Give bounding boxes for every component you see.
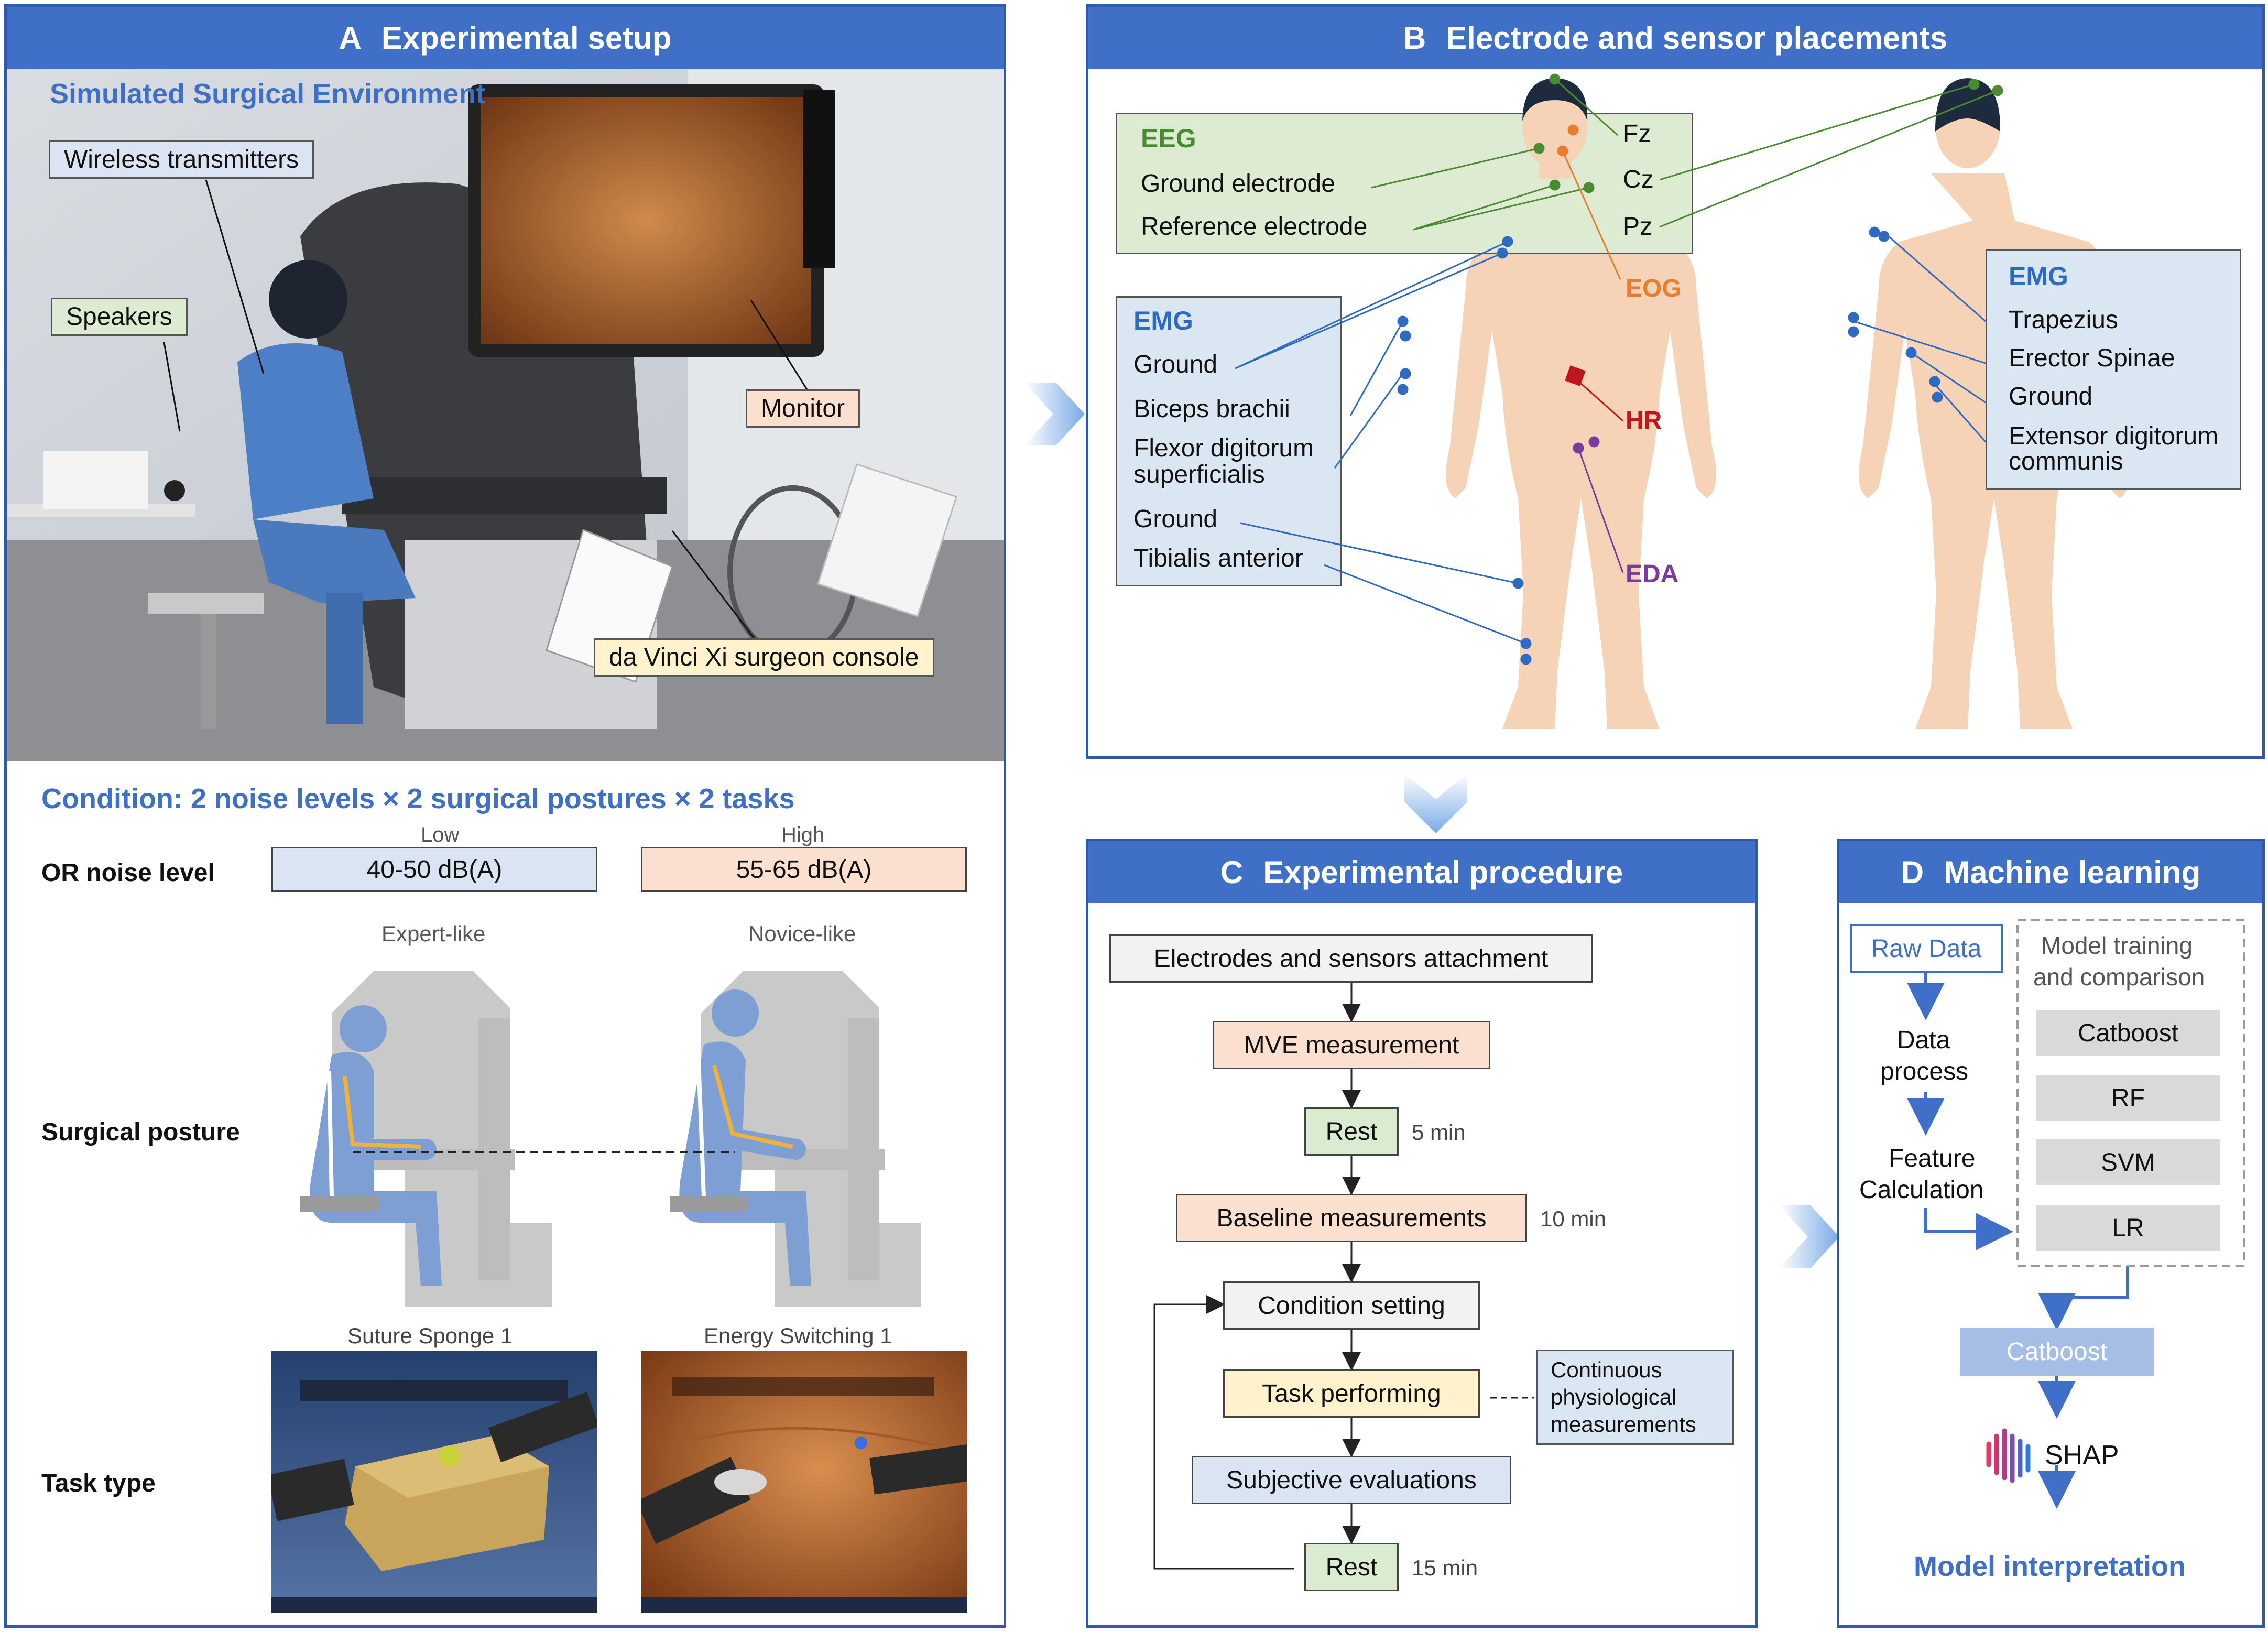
tag-console: da Vinci Xi surgeon console (594, 638, 934, 677)
condition-title: Condition: 2 noise levels × 2 surgical p… (41, 783, 795, 814)
eeg-ground: Ground electrode (1141, 170, 1335, 198)
panel-a-header: A Experimental setup (7, 7, 1004, 69)
emg-back-heading: EMG (2009, 262, 2068, 291)
tag-wireless-transmitters: Wireless transmitters (49, 140, 314, 179)
emg-back-extensor-2: communis (2009, 448, 2123, 475)
noise-high-label: High (781, 823, 825, 846)
emg-back-extensor: Extensor digitorum (2009, 422, 2219, 450)
model-interpretation: Model interpretation (1914, 1551, 2186, 1582)
posture-row-label: Surgical posture (41, 1118, 240, 1146)
eog-label: EOG (1626, 275, 1682, 302)
panel-c: C Experimental procedure Electrodes and … (1086, 839, 1758, 1628)
panel-b: B Electrode and sensor placements EEG Gr… (1086, 4, 2265, 759)
eda-label: EDA (1626, 560, 1679, 588)
emg-front-flexor: Flexor digitorum (1133, 434, 1314, 462)
task-row-label: Task type (41, 1470, 156, 1497)
feature-2: Calculation (1859, 1176, 1984, 1204)
panel-c-header: C Experimental procedure (1088, 841, 1755, 903)
eeg-fz: Fz (1623, 120, 1651, 148)
panel-a: A Experimental setup (4, 4, 1006, 1628)
duration-rest-1: 5 min (1412, 1120, 1466, 1145)
panel-d: D Machine learning Raw Data Data process… (1837, 839, 2265, 1628)
selected-model: Catboost (1960, 1328, 2154, 1376)
procedure-connectors (1153, 983, 1534, 1570)
noise-low-value: 40-50 dB(A) (271, 847, 597, 892)
arrow-a-to-b (1024, 383, 1085, 445)
emg-back-trapezius: Trapezius (2009, 306, 2118, 334)
data-process-2: process (1880, 1058, 1969, 1085)
model-svm: SVM (2036, 1139, 2220, 1185)
emg-front-box (1116, 296, 1342, 586)
ml-connectors (1907, 919, 2245, 1509)
noise-high-value: 55-65 dB(A) (641, 847, 967, 892)
photo-caption: Simulated Surgical Environment (50, 78, 486, 110)
noise-low-label: Low (421, 823, 460, 846)
eeg-reference: Reference electrode (1141, 213, 1368, 241)
noise-row-label: OR noise level (41, 859, 215, 887)
duration-rest-2: 15 min (1412, 1555, 1478, 1580)
task1-label: Suture Sponge 1 (347, 1323, 513, 1348)
emg-back-ground: Ground (2009, 383, 2093, 410)
task2-screenshot (641, 1351, 967, 1613)
emg-front-ground-1: Ground (1133, 351, 1218, 378)
posture-novice-label: Novice-like (748, 921, 856, 946)
data-process-1: Data (1897, 1026, 1950, 1054)
step-rest-2: Rest (1304, 1543, 1399, 1591)
shap-label: SHAP (2045, 1440, 2119, 1471)
emg-front-tibialis: Tibialis anterior (1133, 545, 1303, 572)
step-attach: Electrodes and sensors attachment (1109, 934, 1593, 983)
eeg-box (1116, 113, 1693, 254)
model-training-2: and comparison (2033, 963, 2205, 991)
tag-monitor: Monitor (746, 389, 860, 428)
task2-label: Energy Switching 1 (704, 1323, 892, 1348)
step-subjective: Subjective evaluations (1192, 1456, 1511, 1504)
emg-front-biceps: Biceps brachii (1133, 395, 1290, 423)
eeg-pz: Pz (1623, 213, 1653, 241)
raw-data-box: Raw Data (1850, 924, 2003, 973)
eeg-heading: EEG (1141, 124, 1196, 153)
electrode-leaders (1235, 73, 2003, 665)
panel-d-header: D Machine learning (1839, 841, 2262, 903)
posture-illustrations (300, 971, 921, 1307)
step-condition: Condition setting (1223, 1281, 1480, 1330)
feature-1: Feature (1889, 1145, 1976, 1172)
tag-speakers: Speakers (51, 298, 188, 336)
continuous-line-3: measurements (1551, 1412, 1696, 1437)
emg-front-heading: EMG (1133, 306, 1193, 335)
eeg-cz: Cz (1623, 166, 1654, 193)
shap-icon (1986, 1428, 2031, 1483)
step-baseline: Baseline measurements (1176, 1194, 1527, 1242)
model-rf: RF (2036, 1075, 2220, 1121)
photo-leader-lines (163, 179, 810, 641)
continuous-line-2: physiological (1551, 1385, 1677, 1409)
emg-front-flexor-2: superficialis (1133, 461, 1265, 488)
panel-b-header: B Electrode and sensor placements (1088, 7, 2262, 69)
task1-screenshot (271, 1351, 597, 1613)
emg-front-ground-2: Ground (1133, 505, 1218, 533)
step-task: Task performing (1223, 1369, 1480, 1418)
step-mve: MVE measurement (1213, 1021, 1490, 1069)
duration-baseline: 10 min (1540, 1206, 1607, 1231)
model-training-1: Model training (2041, 932, 2193, 959)
posture-expert-label: Expert-like (381, 921, 486, 946)
model-lr: LR (2036, 1205, 2220, 1251)
arrow-c-to-d (1779, 1205, 1839, 1268)
continuous-line-1: Continuous (1551, 1357, 1662, 1382)
continuous-measurements-box (1536, 1350, 1734, 1445)
step-rest-1: Rest (1304, 1107, 1399, 1156)
hr-label: HR (1626, 407, 1662, 434)
emg-back-erector: Erector Spinae (2009, 344, 2175, 372)
model-catboost: Catboost (2036, 1010, 2220, 1056)
arrow-b-to-c (1404, 773, 1467, 833)
emg-back-box (1986, 249, 2241, 490)
